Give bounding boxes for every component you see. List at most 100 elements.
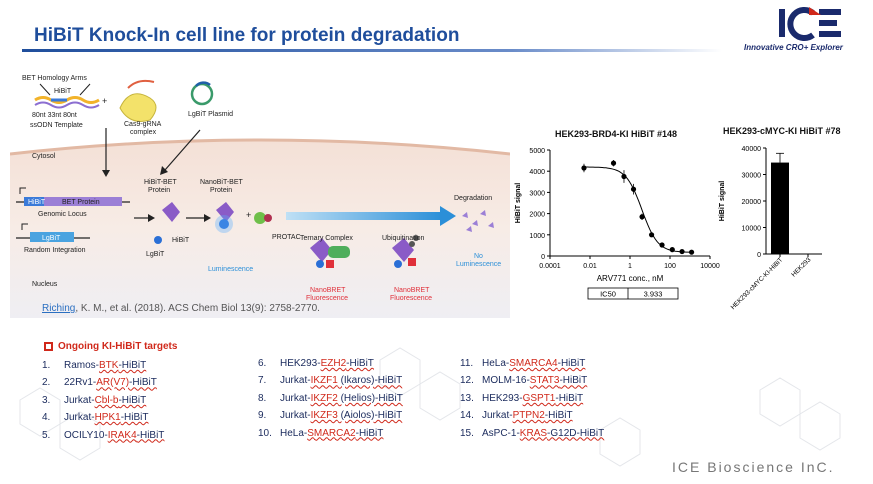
target-cell-line: Jurkat- — [482, 410, 513, 422]
x-tick-label: 0.01 — [583, 263, 597, 270]
target-item: 15.AsPC-1-KRAS-G12D-HiBiT — [460, 428, 604, 445]
svg-text:Protein: Protein — [210, 187, 232, 194]
target-cell-line: OCILY10- — [64, 429, 108, 441]
x-tick-label: 10000 — [700, 263, 720, 270]
target-number: 12. — [460, 375, 474, 387]
title-underline — [22, 49, 722, 52]
data-point — [679, 248, 685, 255]
target-suffix: (Helios)-HiBiT — [337, 392, 403, 404]
target-cell-line: Ramos- — [64, 360, 100, 371]
y-tick-label: 10000 — [742, 226, 762, 233]
ice-logo — [779, 7, 841, 41]
targets-heading: Ongoing KI-HiBiT targets — [58, 341, 178, 352]
data-point — [688, 249, 695, 255]
y-tick-label: 40000 — [742, 146, 762, 153]
target-suffix: -HiBiT — [346, 358, 374, 369]
target-protein: BTK — [99, 360, 119, 371]
ic50-label: IC50 — [600, 290, 616, 299]
target-suffix: -HiBiT — [559, 375, 588, 387]
y-tick-label: 2000 — [529, 212, 545, 219]
target-suffix: -HiBiT — [557, 358, 586, 369]
target-suffix: (Ikaros)-HiBiT — [337, 375, 403, 387]
target-number: 5. — [42, 429, 51, 441]
y-tick-label: 1000 — [529, 233, 545, 240]
target-number: 4. — [42, 412, 51, 424]
svg-text:Ternary Complex: Ternary Complex — [300, 235, 353, 242]
svg-text:No: No — [474, 253, 483, 260]
y-axis-label: HiBiT signal — [719, 181, 726, 222]
target-number: 9. — [258, 410, 267, 422]
target-item: 7. Jurkat-IKZF1 (Ikaros)-HiBiT — [258, 375, 403, 392]
svg-text:NanoBRET: NanoBRET — [310, 287, 346, 294]
target-number: 10. — [258, 427, 272, 439]
svg-text:LgBiT Plasmid: LgBiT Plasmid — [188, 111, 233, 118]
target-suffix: -HiBiT — [355, 427, 384, 439]
svg-text:HiBiT-BET: HiBiT-BET — [144, 179, 177, 186]
target-cell-line: HEK293- — [482, 392, 523, 404]
hibit-schematic: BET Homology Arms HiBiT 80nt 33nt 80nt s… — [10, 75, 510, 318]
target-number: 15. — [460, 427, 474, 439]
svg-text:Protein: Protein — [148, 187, 170, 194]
svg-text:PROTAC: PROTAC — [272, 234, 301, 241]
target-protein: IKZF2 — [310, 392, 338, 404]
bullet-square-icon — [44, 342, 53, 351]
svg-text:LgBiT: LgBiT — [42, 235, 61, 242]
target-cell-line: Jurkat- — [64, 412, 95, 424]
target-number: 6. — [258, 358, 267, 369]
data-point — [630, 186, 637, 192]
target-number: 7. — [258, 375, 267, 387]
target-item: 10.HeLa-SMARCA2-HiBiT — [258, 428, 403, 445]
target-item: 3.Jurkat-Cbl-b-HiBiT — [42, 395, 164, 412]
svg-text:Fluorescence: Fluorescence — [390, 295, 432, 302]
reference-link[interactable]: Riching — [42, 303, 76, 314]
target-cell-line: Jurkat- — [280, 392, 311, 404]
target-item: 2.22Rv1-AR(V7)-HiBiT — [42, 377, 164, 394]
target-protein: EZH2 — [320, 358, 347, 369]
target-cell-line: Jurkat- — [280, 410, 311, 422]
target-cell-line: Jurkat- — [280, 375, 311, 387]
ubiquitination-icon — [392, 238, 414, 262]
company-footer: ICE Bioscience InC. — [672, 459, 835, 475]
logo-tagline: Innovative CRO+ Explorer — [744, 43, 843, 52]
ic50-value: 3.933 — [644, 290, 663, 299]
svg-text:HiBiT: HiBiT — [28, 199, 46, 206]
target-item: 8. Jurkat-IKZF2 (Helios)-HiBiT — [258, 393, 403, 410]
svg-text:BET Protein: BET Protein — [62, 199, 100, 206]
svg-text:Degradation: Degradation — [454, 195, 492, 202]
svg-text:Fluorescence: Fluorescence — [306, 295, 348, 302]
target-suffix: -G12D-HiBiT — [547, 427, 605, 439]
target-item: 13.HEK293-GSPT1-HiBiT — [460, 393, 604, 410]
target-item: 1.Ramos-BTK-HiBiT — [42, 360, 164, 377]
svg-text:NanoBRET: NanoBRET — [394, 287, 430, 294]
target-cell-line: 22Rv1- — [64, 377, 97, 389]
target-number: 11. — [460, 358, 474, 369]
cell-membrane — [10, 140, 510, 318]
svg-text:HiBiT: HiBiT — [172, 237, 190, 244]
target-number: 13. — [460, 392, 474, 404]
y-tick-label: 5000 — [529, 148, 545, 155]
svg-text:complex: complex — [130, 129, 157, 136]
ic50-table — [587, 287, 679, 300]
protac-icon — [254, 212, 266, 224]
target-suffix: -HiBiT — [544, 410, 573, 422]
target-protein: IKZF1 — [310, 375, 338, 387]
target-item: 9.Jurkat-IKZF3 (Aiolos)-HiBiT — [258, 410, 403, 427]
data-point — [639, 214, 645, 220]
data-point — [581, 165, 587, 171]
svg-text:Nucleus: Nucleus — [32, 281, 58, 288]
x-axis-label: ARV771 conc., nM — [597, 274, 664, 283]
target-suffix: -HiBiT — [118, 360, 147, 371]
svg-text:NanoBiT-BET: NanoBiT-BET — [200, 179, 244, 186]
target-number: 8. — [258, 392, 267, 404]
svg-text:Genomic Locus: Genomic Locus — [38, 211, 87, 218]
chart2-title: HEK293-cMYC-KI HiBiT #78 — [723, 126, 841, 136]
svg-text:Cytosol: Cytosol — [32, 153, 56, 160]
svg-text:LgBiT: LgBiT — [146, 251, 165, 258]
svg-text:HiBiT: HiBiT — [54, 88, 72, 95]
data-point — [659, 242, 665, 248]
target-item: 4.Jurkat-HPK1-HiBiT — [42, 412, 164, 429]
data-point — [669, 247, 675, 253]
